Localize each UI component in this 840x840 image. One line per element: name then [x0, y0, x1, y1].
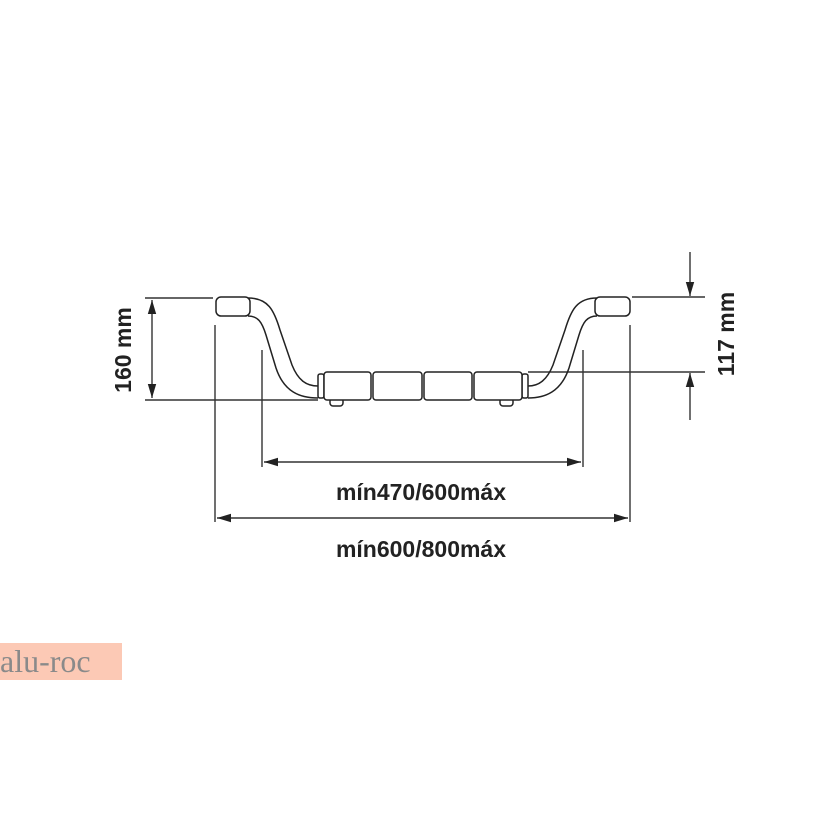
- seat-slat: [323, 371, 372, 401]
- dim-label-160: 160 mm: [110, 307, 136, 393]
- seat-slat: [372, 371, 423, 401]
- right-grip: [594, 296, 631, 317]
- seat-slat: [473, 371, 523, 401]
- watermark-logo: alu-roc: [0, 643, 122, 680]
- seat-end-cap: [521, 373, 529, 399]
- right-tube: [527, 297, 598, 387]
- seat-end-cap: [317, 373, 325, 399]
- dim-label-outer: mín600/800máx: [336, 536, 506, 562]
- left-tube: [247, 297, 319, 387]
- dim-label-117: 117 mm: [713, 292, 739, 376]
- seat-slat: [423, 371, 473, 401]
- left-tube: [247, 315, 319, 399]
- left-grip: [215, 296, 251, 317]
- seat-frame: [215, 296, 631, 407]
- dim-label-inner: mín470/600máx: [336, 479, 506, 505]
- right-tube: [527, 315, 598, 399]
